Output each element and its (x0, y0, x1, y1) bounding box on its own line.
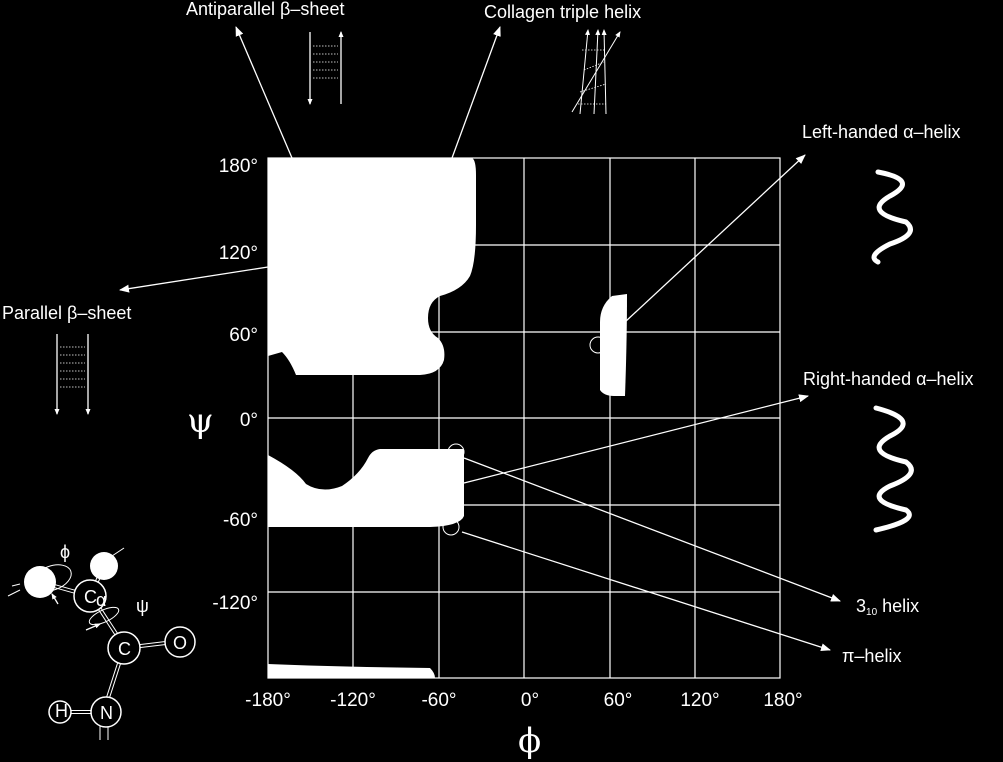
x-tick: -120° (330, 690, 376, 711)
ca-atom-sub: α (96, 590, 106, 610)
y-tick-labels: 180° 120° 60° 0° -60° -120° (212, 156, 258, 614)
x-tick: 60° (604, 690, 633, 711)
o-atom-label: O (173, 633, 187, 653)
plot-grid (267, 157, 781, 679)
y-tick: 180° (219, 156, 258, 177)
helix-310-marker (447, 443, 465, 461)
y-axis-symbol: ψ (187, 401, 214, 441)
helix-310-sub: 10 (866, 607, 878, 618)
helix-310-rest: helix (877, 596, 919, 616)
y-tick: 60° (229, 325, 258, 346)
x-tick-labels: -180° -120° -60° 0° 60° 120° 180° (245, 690, 802, 711)
x-tick: 0° (521, 690, 539, 711)
pi-helix-arrow (461, 531, 831, 652)
antiparallel-sheet-icon (307, 31, 344, 105)
pi-helix-label: π–helix (842, 646, 901, 666)
parallel-arrow (119, 266, 269, 293)
c-atom-label: C (118, 639, 131, 659)
x-tick: -180° (245, 690, 291, 711)
pi-helix-marker (442, 518, 460, 536)
parallel-label: Parallel β–sheet (2, 303, 131, 323)
x-axis-symbol: ϕ (518, 721, 541, 761)
left-handed-arrow (624, 154, 806, 323)
antiparallel-label: Antiparallel β–sheet (186, 0, 344, 19)
h-atom-label: H (55, 701, 68, 721)
beta-sheet-region (268, 158, 476, 375)
right-handed-helix-region (268, 449, 464, 527)
y-tick: 0° (240, 410, 258, 431)
y-tick: 120° (219, 243, 258, 264)
x-tick: 120° (680, 690, 719, 711)
ca-atom-label: C (84, 587, 97, 607)
left-handed-helix-region (600, 294, 627, 396)
peptide-molecule-icon: C α C O N H ϕ ψ (7, 542, 196, 740)
helix-310-base: 3 (856, 596, 866, 616)
x-tick: 180° (763, 690, 802, 711)
helix-310-label: 310 helix (856, 596, 919, 618)
collagen-label: Collagen triple helix (484, 2, 641, 22)
bottom-edge-region (268, 664, 435, 678)
antiparallel-arrow (235, 26, 293, 159)
collagen-helix-icon (571, 29, 621, 115)
y-tick: -120° (212, 593, 258, 614)
y-tick: -60° (223, 510, 258, 531)
psi-symbol: ψ (136, 596, 149, 616)
right-handed-label: Right-handed α–helix (803, 369, 974, 389)
left-handed-helix-icon (871, 169, 913, 265)
left-handed-label: Left-handed α–helix (802, 122, 961, 142)
right-handed-arrow (463, 394, 809, 484)
x-tick: -60° (421, 690, 456, 711)
n-atom-label: N (100, 703, 113, 723)
phi-symbol: ϕ (60, 542, 70, 562)
parallel-sheet-icon (54, 334, 91, 415)
left-helix-marker (589, 336, 607, 354)
collagen-arrow (451, 26, 501, 159)
right-handed-helix-icon (873, 405, 914, 533)
helix-310-arrow (463, 457, 841, 602)
